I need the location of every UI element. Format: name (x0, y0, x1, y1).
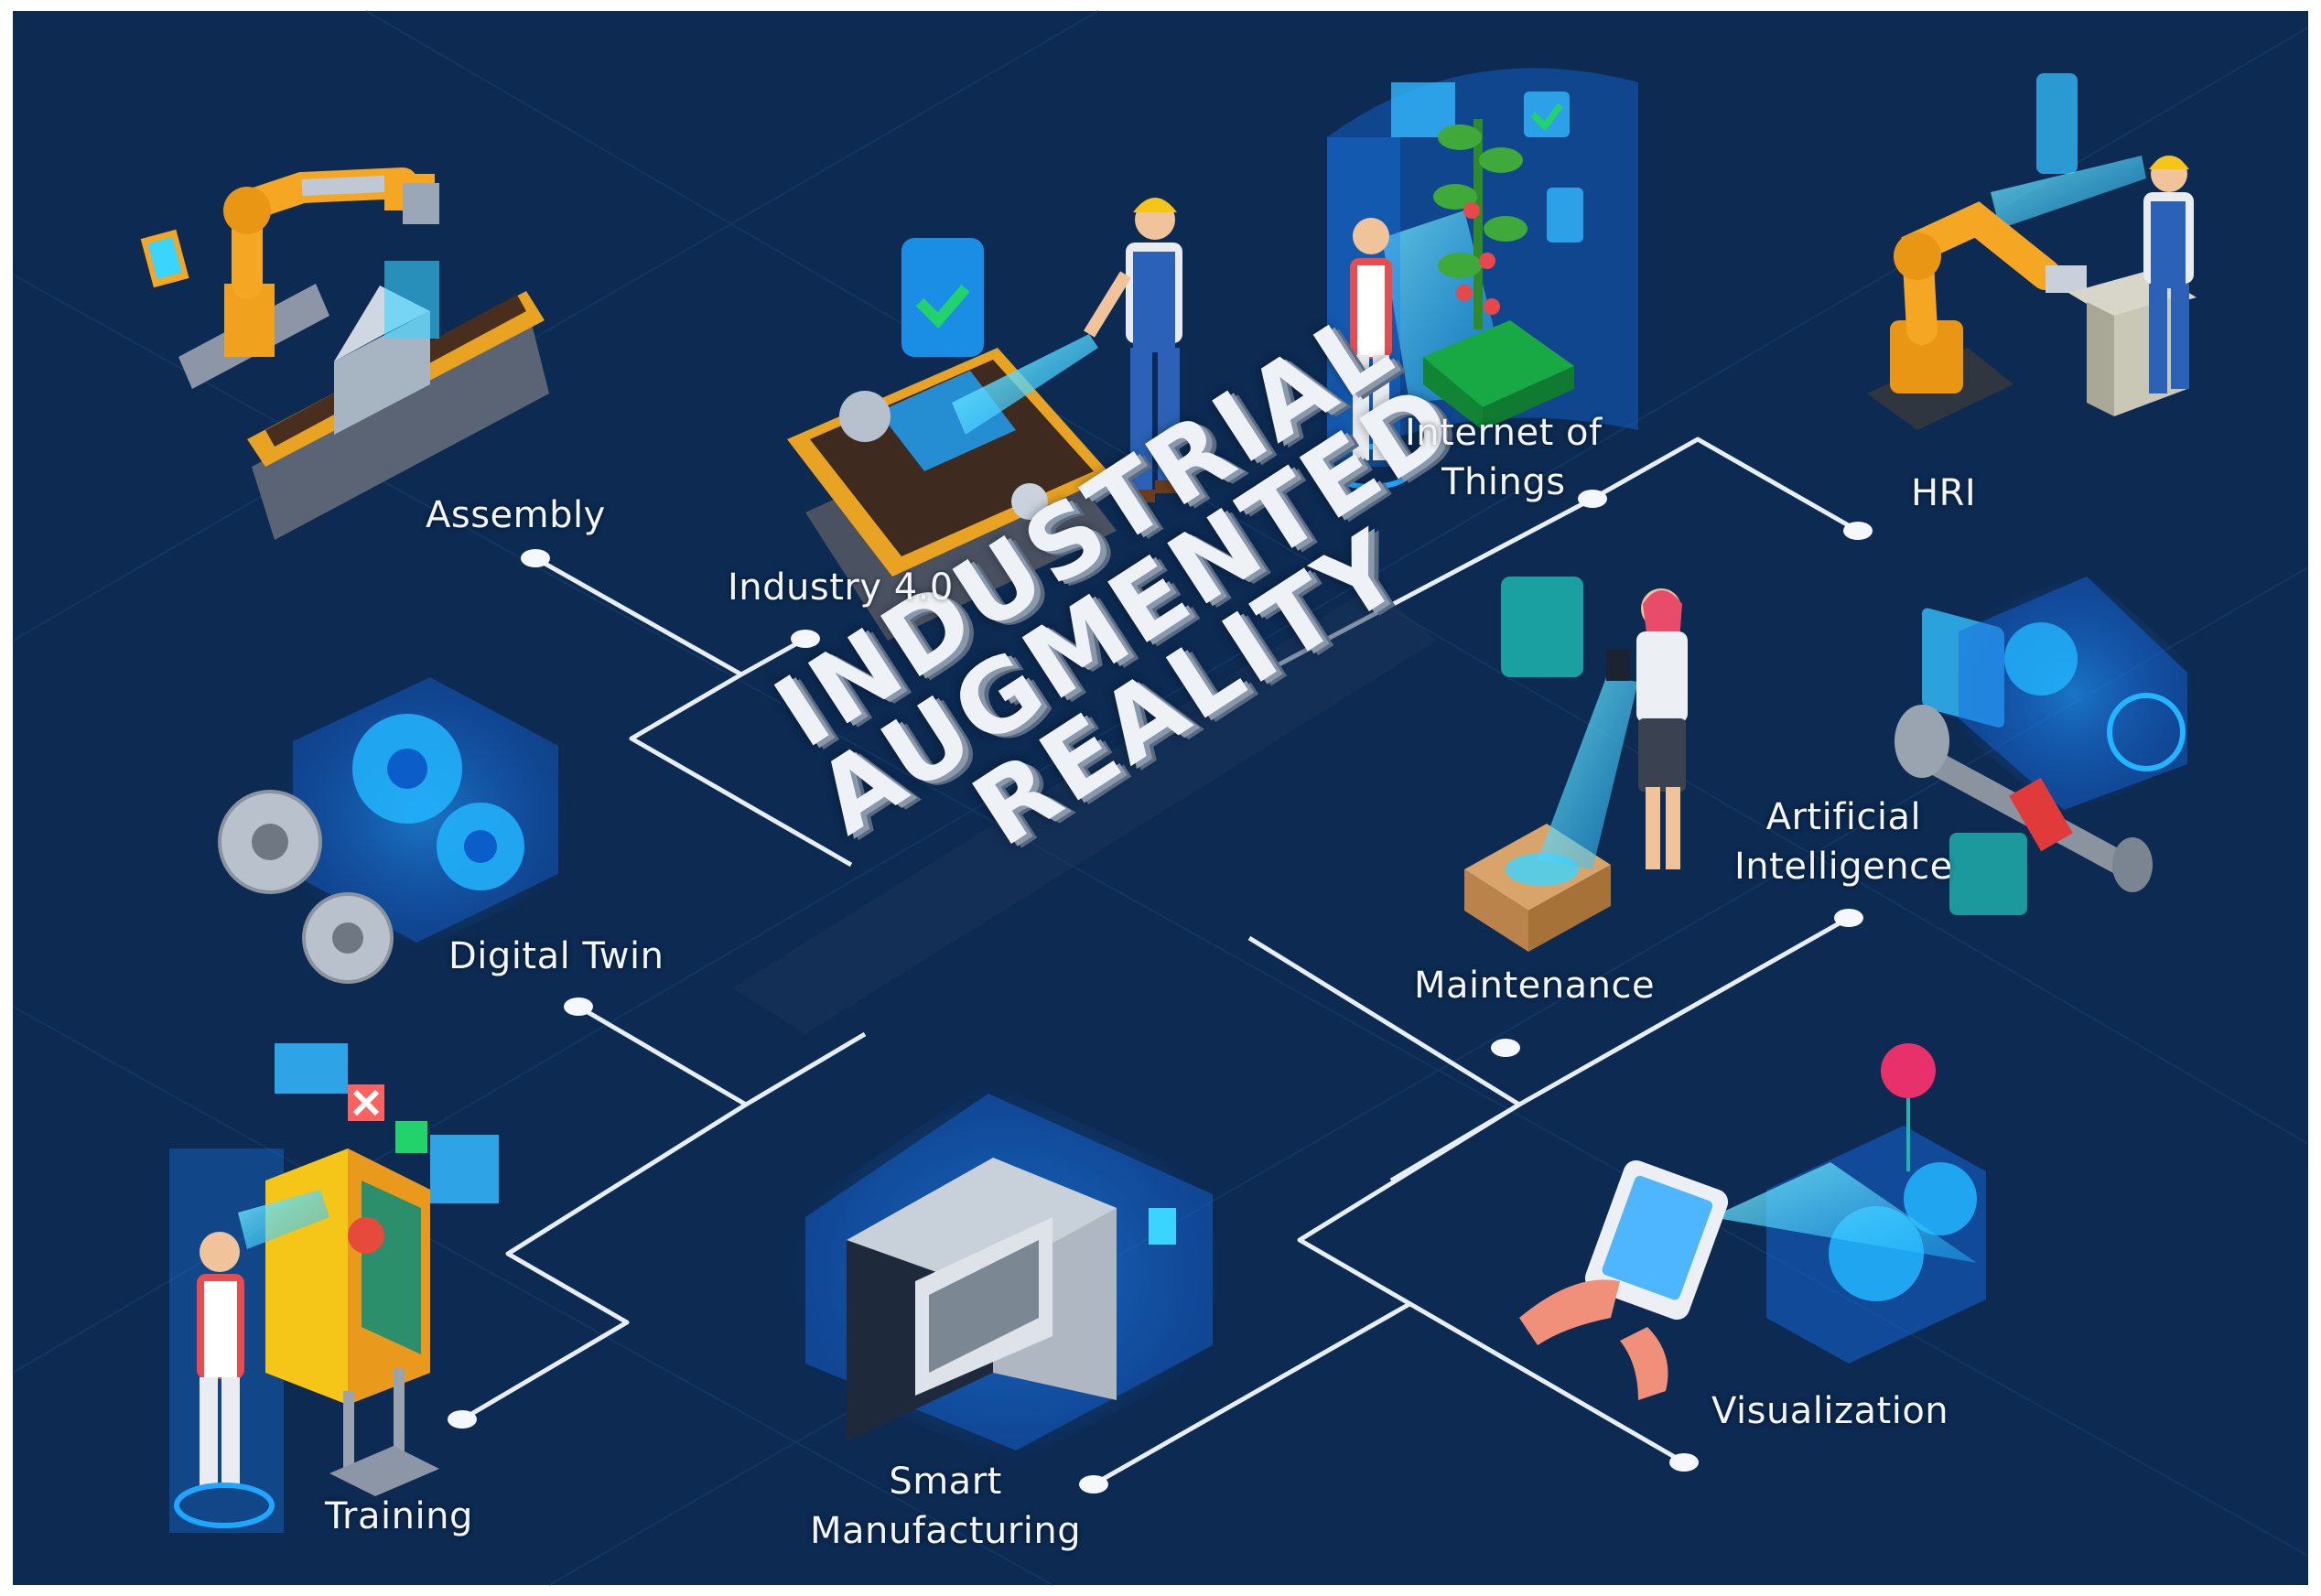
label-maintenance: Maintenance (1414, 965, 1656, 1007)
label-ai-line1: Artificial (1765, 796, 1922, 838)
node-ai (1834, 909, 1863, 927)
label-ai: Artificial Intelligence (1734, 793, 1953, 891)
node-digital-twin (564, 998, 593, 1016)
node-assembly (521, 549, 550, 567)
assembly-robot-illustration (140, 167, 549, 540)
label-smart-mfg-line1: Smart (889, 1461, 1002, 1503)
connector-smart-mfg (1092, 1301, 1411, 1487)
label-visualization: Visualization (1711, 1390, 1949, 1432)
label-digital-twin: Digital Twin (448, 935, 664, 977)
node-industry40 (791, 630, 820, 648)
label-hri: HRI (1911, 472, 1977, 514)
smart-manufacturing-illustration (787, 1080, 1226, 1464)
node-training (448, 1410, 477, 1429)
label-ai-line2: Intelligence (1734, 846, 1953, 888)
digital-twin-illustration (218, 677, 572, 984)
label-training: Training (325, 1495, 473, 1537)
node-iot (1578, 490, 1607, 508)
label-assembly: Assembly (426, 494, 606, 536)
maintenance-illustration (1464, 577, 1688, 952)
connector-nodes (448, 490, 1873, 1494)
connector-ai (1517, 915, 1851, 1107)
training-illustration (169, 1043, 499, 1533)
central-title-group (732, 586, 1437, 1034)
connector-assembly (534, 555, 743, 677)
visualization-illustration (1519, 1043, 1986, 1400)
node-visualization (1669, 1453, 1699, 1472)
connector-training (460, 1031, 867, 1422)
connector-industry40 (629, 636, 853, 868)
ai-illustration (1895, 572, 2197, 915)
iot-illustration (1326, 68, 1638, 490)
label-iot-line1: Internet of (1405, 412, 1603, 454)
industry40-worker-illustration (787, 198, 1186, 641)
label-smart-manufacturing: Smart Manufacturing (810, 1457, 1081, 1556)
label-iot-line2: Things (1441, 461, 1566, 503)
node-hri (1843, 522, 1873, 540)
label-industry40: Industry 4.0 (728, 566, 954, 609)
hri-illustration (1867, 73, 2197, 728)
connector-iot (1591, 437, 1860, 534)
connector-lines (460, 437, 1860, 1487)
label-smart-mfg-line2: Manufacturing (810, 1510, 1082, 1552)
connector-visualization (1297, 1102, 1686, 1465)
node-maintenance (1491, 1039, 1520, 1057)
connector-digital-twin (577, 1004, 748, 1107)
label-iot: Internet of Things (1405, 408, 1603, 507)
node-smart-mfg (1079, 1475, 1108, 1494)
